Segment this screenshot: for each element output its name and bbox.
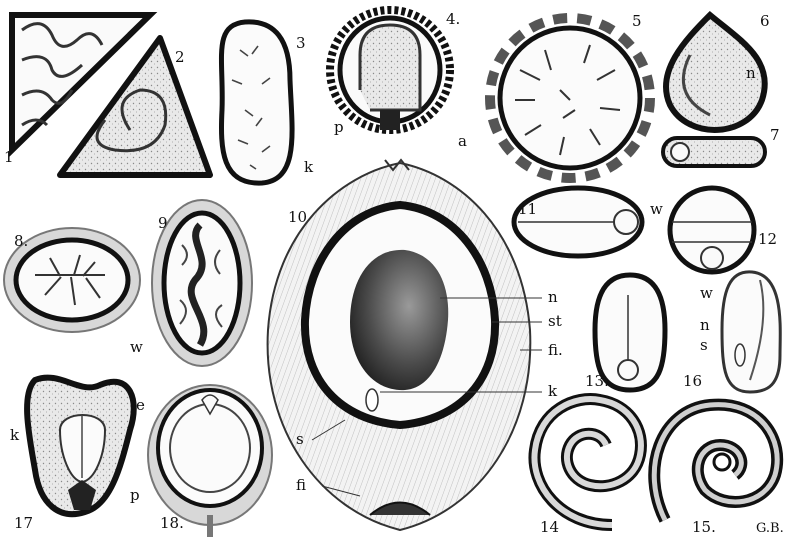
figure-11-number: 11: [518, 200, 537, 218]
figure-4-number: 4.: [446, 10, 460, 28]
figure-9: 9 w: [130, 200, 252, 366]
figure-10-label-st: st: [548, 312, 562, 330]
figure-17-label-e: e: [136, 396, 145, 414]
figure-3-number: 3: [296, 34, 306, 52]
figure-10-label-fi: fi.: [548, 341, 563, 359]
figure-7-number: 7: [770, 126, 780, 144]
figure-17-number: 17: [14, 514, 33, 532]
figure-16: 16 n s: [683, 272, 780, 392]
figure-16-label-n: n: [700, 316, 710, 334]
figure-10-label-s: s: [296, 430, 304, 448]
figure-13: 13.: [585, 275, 665, 390]
figure-6-number: 6: [760, 12, 770, 30]
figure-6: 6 n: [666, 12, 770, 130]
figure-10-label-k: k: [548, 382, 558, 400]
signature: G.B.: [756, 521, 784, 536]
figure-5-number: 5: [632, 12, 642, 30]
figure-9-number: 9: [158, 214, 168, 232]
figure-8: 8.: [4, 228, 140, 332]
figure-3: 3 k: [221, 22, 314, 183]
figure-17: 17 e k p: [10, 378, 145, 532]
figure-12-number: 12: [758, 230, 777, 248]
figure-18: 18.: [148, 385, 272, 537]
figure-2-number: 2: [175, 48, 185, 66]
figure-15: 15. G.B.: [654, 405, 784, 536]
figure-16-number: 16: [683, 372, 702, 390]
figure-5: 5 a: [458, 12, 650, 178]
figure-17-label-k: k: [10, 426, 20, 444]
figure-18-number: 18.: [160, 514, 184, 532]
figure-14-number: 14: [540, 518, 559, 536]
figure-4: 4. p: [330, 10, 460, 136]
figure-10-number: 10: [288, 208, 307, 226]
figure-10-label-n: n: [548, 288, 558, 306]
figure-1-number: 1: [4, 148, 14, 166]
figure-13-number: 13.: [585, 372, 609, 390]
figure-10-label-fi-lower: fi: [296, 476, 306, 494]
figure-16-label-s: s: [700, 336, 708, 354]
figure-6-label-n: n: [746, 64, 756, 82]
figure-15-number: 15.: [692, 518, 716, 536]
figure-5-label-a: a: [458, 132, 467, 150]
figure-9-label-w: w: [130, 338, 143, 356]
figure-3-label-k: k: [304, 158, 314, 176]
figure-14: 14: [534, 399, 640, 536]
figure-17-label-p: p: [130, 486, 140, 504]
figure-12-label-w: w: [700, 284, 713, 302]
figure-8-number: 8.: [14, 232, 28, 250]
figure-11: 11 w: [514, 188, 663, 256]
figure-4-label-p: p: [334, 118, 344, 136]
figure-11-label-w: w: [650, 200, 663, 218]
